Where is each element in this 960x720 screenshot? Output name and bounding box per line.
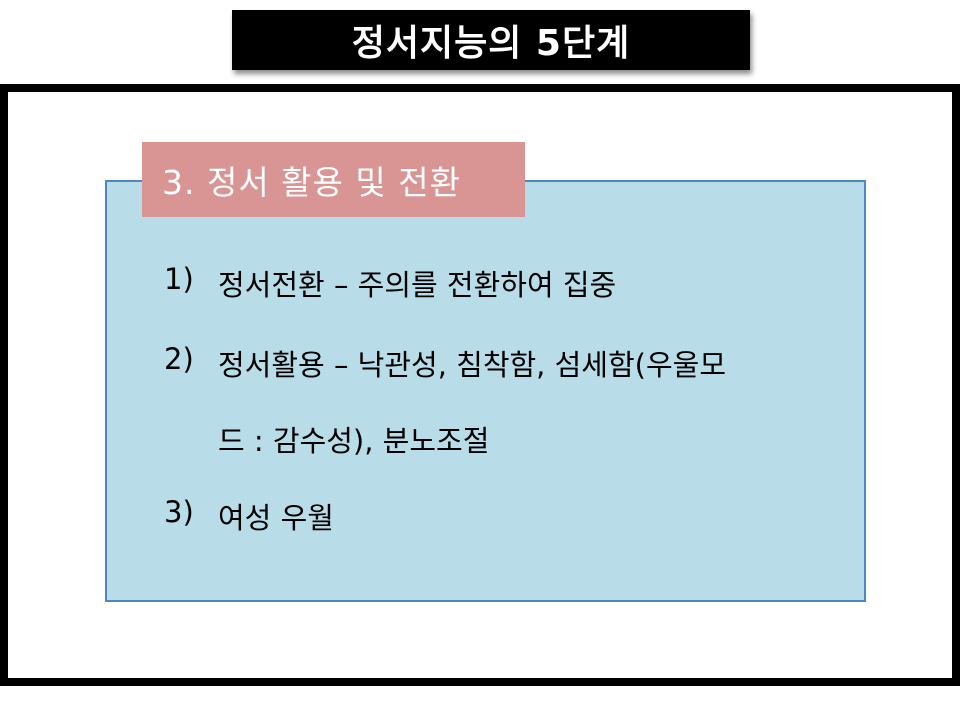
list-item-text: 정서전환 – 주의를 전환하여 집중 — [218, 268, 617, 302]
list-item: 2) 정서활용 – 낙관성, 침착함, 섬세함(우울모 — [164, 342, 726, 384]
list-item-text: 여성 우월 — [218, 501, 334, 535]
list-item-number: 1) — [164, 262, 194, 296]
slide-title: 정서지능의 5단계 — [351, 23, 631, 64]
list-item-number: 2) — [164, 342, 194, 376]
section-label: 3. 정서 활용 및 전환 — [142, 142, 525, 217]
title-banner: 정서지능의 5단계 — [232, 10, 750, 70]
content-box — [105, 180, 866, 602]
list-item: 3) 여성 우월 — [164, 495, 334, 537]
list-item-continuation: 드 : 감수성), 분노조절 — [218, 424, 490, 458]
list-item: 1) 정서전환 – 주의를 전환하여 집중 — [164, 262, 616, 304]
list-item-number: 3) — [164, 495, 194, 529]
section-label-text: 3. 정서 활용 및 전환 — [162, 162, 461, 202]
list-item-text: 정서활용 – 낙관성, 침착함, 섬세함(우울모 — [218, 348, 727, 382]
